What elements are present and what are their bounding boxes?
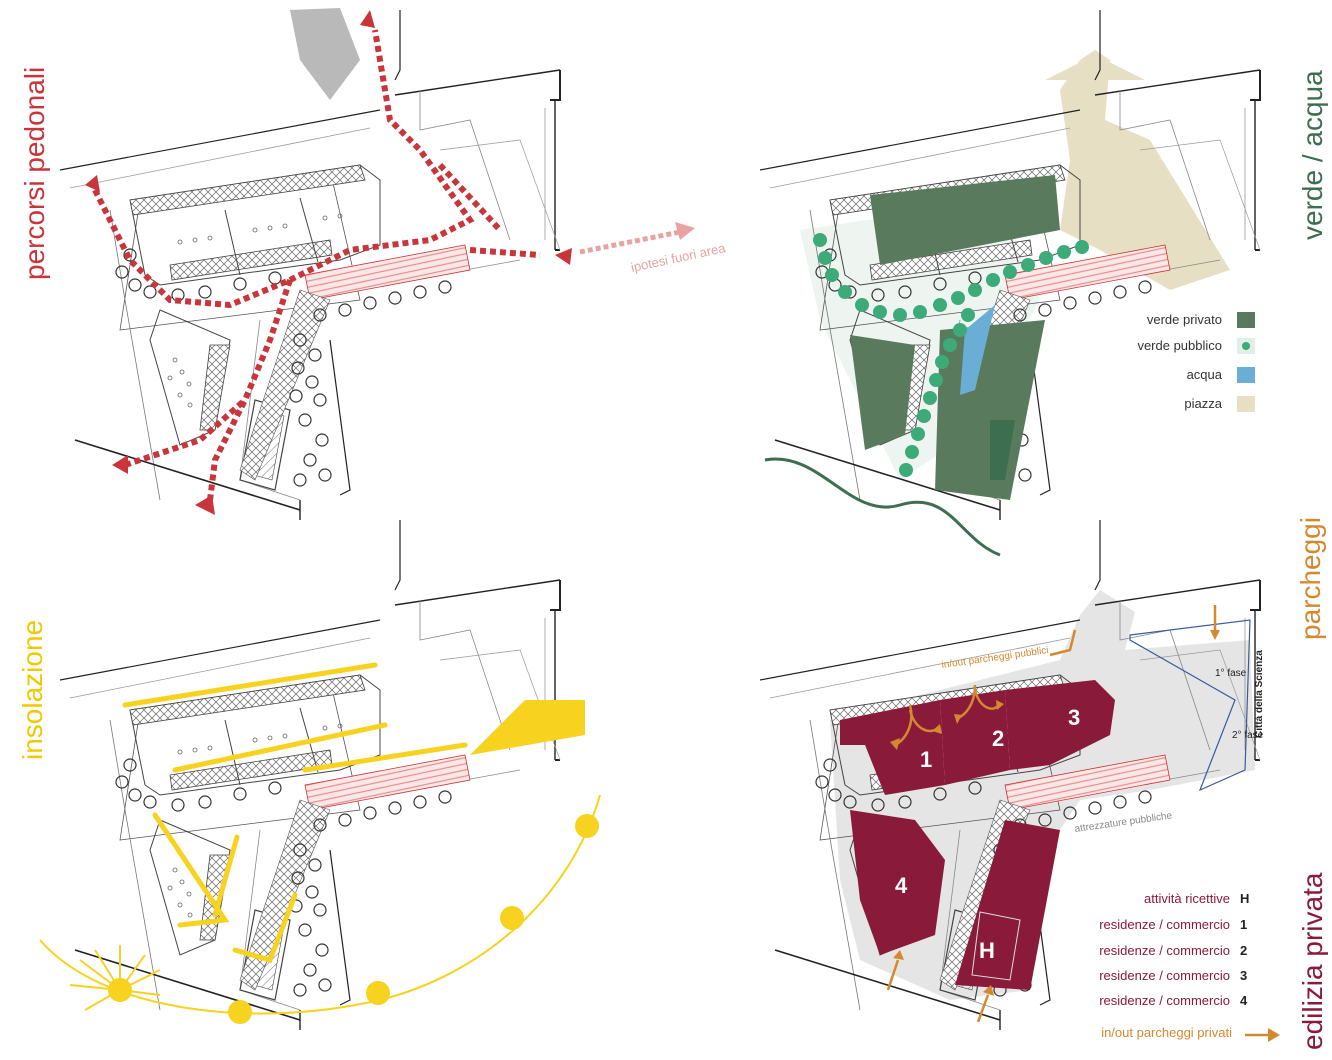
annotation-ipotesi: ipotesi fuori area <box>630 240 728 275</box>
hypothesis-path <box>579 229 681 255</box>
legend-label: acqua <box>1187 367 1223 382</box>
building-2 <box>940 690 1010 785</box>
arrow-head-icon <box>360 10 375 28</box>
arrow-head-icon <box>555 248 572 265</box>
legend-code: 3 <box>1240 968 1247 983</box>
building-H-inner <box>971 911 1021 981</box>
legend-swatch <box>1237 312 1255 328</box>
legend-swatch <box>1237 367 1255 383</box>
legend-swatch <box>1237 396 1255 412</box>
legend-label: verde pubblico <box>1137 338 1222 353</box>
sun-icon <box>69 945 161 1011</box>
river-line <box>764 457 1001 557</box>
title-verde-acqua: verde / acqua <box>1297 70 1328 240</box>
existing-building-grey <box>290 8 360 100</box>
public-green-dots <box>813 233 1089 477</box>
piazza-area <box>1060 50 1230 290</box>
legend-parking-private: in/out parcheggi privati <box>1101 1025 1232 1040</box>
public-green-area <box>800 200 1040 480</box>
block-label: 1 <box>920 747 932 772</box>
title-edilizia-privata: edilizia privata <box>1297 872 1328 1050</box>
building-3 <box>1005 680 1115 770</box>
sun-exposed-facades <box>122 662 468 964</box>
legend-label: piazza <box>1184 396 1222 411</box>
building-1 <box>840 700 945 795</box>
legend-code: H <box>1240 891 1249 906</box>
block-label: 2 <box>992 726 1004 751</box>
legend-label: residenze / commercio <box>1099 993 1230 1008</box>
legend-edilizia: attività ricettive H residenze / commerc… <box>1099 891 1249 1040</box>
legend-code: 4 <box>1240 993 1248 1008</box>
legend-label: residenze / commercio <box>1099 917 1230 932</box>
phase-1-label: 1° fase <box>1215 668 1247 679</box>
citta-scienza-label: Città della Scienza <box>1254 650 1265 738</box>
arrow-head-icon <box>195 495 215 515</box>
block-label: 3 <box>1068 705 1080 730</box>
arrow-head-icon <box>890 630 1280 1042</box>
legend-dot <box>1242 342 1250 350</box>
annotation-attrezzature: attrezzature pubbliche <box>1074 810 1173 835</box>
legend-verde: verde privato verde pubblico acqua piazz… <box>1137 312 1255 412</box>
block-label: 4 <box>895 873 908 898</box>
panel-verde-acqua: verde privato verde pubblico acqua piazz… <box>760 10 1328 557</box>
block-label: H <box>979 938 995 963</box>
building-4 <box>850 810 945 955</box>
legend-label: verde privato <box>1147 312 1222 327</box>
panel-insolazione: insolazione <box>17 520 601 1030</box>
sun-exposed-area <box>470 700 585 755</box>
citta-scienza-outline <box>1129 619 1251 792</box>
piazza-arrow-icon <box>1045 55 1145 80</box>
panel-parcheggi-edilizia: 1 2 3 4 H in/out parcheggi pubblici <box>760 517 1328 1050</box>
legend-label: residenze / commercio <box>1099 968 1230 983</box>
arrow-head-icon <box>675 222 695 240</box>
legend-code: 2 <box>1240 943 1247 958</box>
title-insolazione: insolazione <box>17 620 48 760</box>
pedestrian-paths <box>92 29 541 501</box>
legend-label: residenze / commercio <box>1099 943 1230 958</box>
tree-row <box>990 420 1015 480</box>
panel-percorsi-pedonali: ipotesi fuori area percorsi pedonali <box>19 8 727 520</box>
private-green-block <box>870 175 1060 265</box>
water-channel <box>960 305 995 395</box>
legend-code: 1 <box>1240 917 1247 932</box>
legend-label: attività ricettive <box>1144 891 1230 906</box>
arrow-head-icon <box>85 175 100 192</box>
building-H <box>955 820 1060 990</box>
title-parcheggi: parcheggi <box>1295 517 1326 640</box>
title-percorsi-pedonali: percorsi pedonali <box>19 67 50 280</box>
arrow-head-icon <box>112 455 128 474</box>
phase-2-label: 2° fase <box>1232 730 1264 741</box>
private-green-block <box>850 335 915 450</box>
